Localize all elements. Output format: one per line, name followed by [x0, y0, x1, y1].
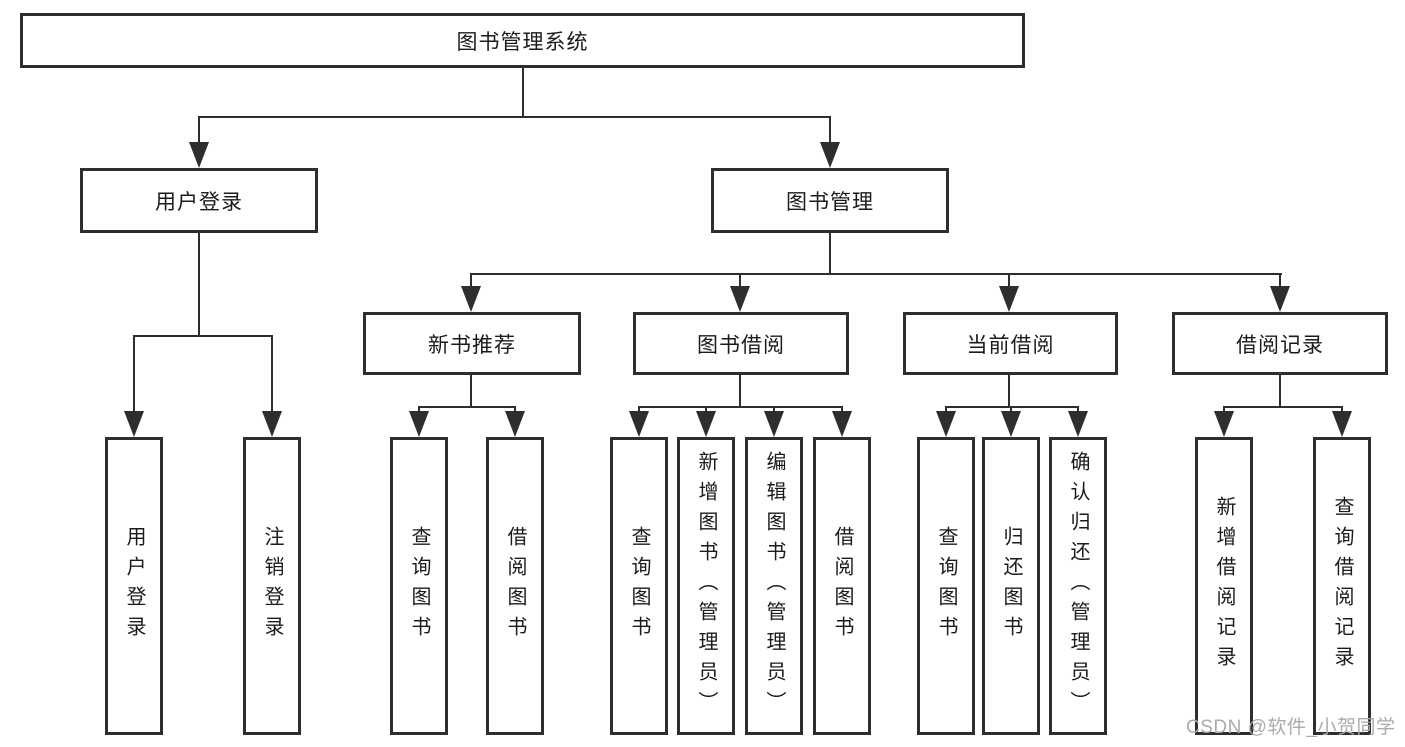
node-book-management: 图书管理: [711, 168, 949, 233]
arrow-down-icon: [832, 411, 852, 437]
arrow-down-icon: [629, 411, 649, 437]
leaf-logout: 注销登录: [243, 437, 301, 735]
arrow-down-icon: [505, 411, 525, 437]
connector-borrowing-records-down: [1279, 375, 1281, 408]
arrow-down-icon: [1068, 411, 1088, 437]
arrow-down-icon: [262, 411, 282, 437]
connector-drop-leaf-logout: [271, 335, 273, 412]
leaf-add-borrow-record: 新增借阅记录: [1195, 437, 1253, 735]
arrow-down-icon: [730, 286, 750, 312]
connector-drop-book-management: [829, 116, 831, 144]
leaf-query-books-current: 查询图书: [917, 437, 975, 735]
connector-stub: [418, 406, 420, 412]
csdn-watermark: CSDN @软件_小贺同学: [1186, 717, 1396, 738]
connector-book-borrowing-horizontal: [638, 406, 843, 408]
leaf-borrow-books-recommend: 借阅图书: [486, 437, 544, 735]
connector-drop-new-book: [470, 273, 472, 287]
arrow-down-icon: [1270, 286, 1290, 312]
arrow-down-icon: [1214, 411, 1234, 437]
node-user-login: 用户登录: [80, 168, 318, 233]
arrow-down-icon: [461, 286, 481, 312]
node-new-book-recommendation: 新书推荐: [363, 312, 581, 375]
connector-drop-current-borrowing: [1008, 273, 1010, 287]
node-library-management-system: 图书管理系统: [20, 13, 1025, 68]
connector-user-login-down: [198, 233, 200, 337]
leaf-add-books-admin: 新增图书（管理员）: [677, 437, 735, 735]
arrow-down-icon: [764, 411, 784, 437]
connector-stub: [1010, 406, 1012, 412]
arrow-down-icon: [936, 411, 956, 437]
arrow-down-icon: [124, 411, 144, 437]
arrow-down-icon: [189, 142, 209, 168]
connector-stub: [705, 406, 707, 412]
connector-stub: [638, 406, 640, 412]
connector-stub: [1341, 406, 1343, 412]
node-current-borrowing: 当前借阅: [903, 312, 1118, 375]
connector-stub: [773, 406, 775, 412]
connector-current-borrowing-down: [1008, 375, 1010, 408]
arrow-down-icon: [999, 286, 1019, 312]
arrow-down-icon: [696, 411, 716, 437]
connector-book-borrowing-down: [739, 375, 741, 408]
connector-stub: [1223, 406, 1225, 412]
leaf-query-books-recommend: 查询图书: [390, 437, 448, 735]
connector-stub: [841, 406, 843, 412]
connector-drop-book-borrowing: [739, 273, 741, 287]
arrow-down-icon: [409, 411, 429, 437]
connector-new-book-down: [470, 375, 472, 408]
leaf-edit-books-admin: 编辑图书（管理员）: [745, 437, 803, 735]
node-book-borrowing: 图书借阅: [633, 312, 849, 375]
connector-stub: [514, 406, 516, 412]
leaf-user-login: 用户登录: [105, 437, 163, 735]
arrow-down-icon: [1001, 411, 1021, 437]
connector-level2-horizontal: [198, 116, 831, 118]
leaf-query-books-borrow: 查询图书: [610, 437, 668, 735]
connector-drop-borrowing-records: [1279, 273, 1281, 287]
arrow-down-icon: [1332, 411, 1352, 437]
connector-stub: [945, 406, 947, 412]
connector-new-book-horizontal: [418, 406, 516, 408]
leaf-return-books: 归还图书: [982, 437, 1040, 735]
connector-drop-user-login: [198, 116, 200, 144]
leaf-query-borrow-record: 查询借阅记录: [1313, 437, 1371, 735]
node-borrowing-records: 借阅记录: [1172, 312, 1388, 375]
connector-borrowing-records-horizontal: [1223, 406, 1343, 408]
connector-level3-horizontal: [471, 273, 1282, 275]
connector-root-down: [522, 68, 524, 117]
leaf-confirm-return-admin: 确认归还（管理员）: [1049, 437, 1107, 735]
leaf-borrow-books: 借阅图书: [813, 437, 871, 735]
connector-stub: [1077, 406, 1079, 412]
connector-user-login-horizontal: [133, 335, 273, 337]
connector-current-borrowing-horizontal: [945, 406, 1079, 408]
connector-drop-leaf-user-login: [133, 335, 135, 412]
arrow-down-icon: [820, 142, 840, 168]
connector-book-management-down: [829, 233, 831, 275]
